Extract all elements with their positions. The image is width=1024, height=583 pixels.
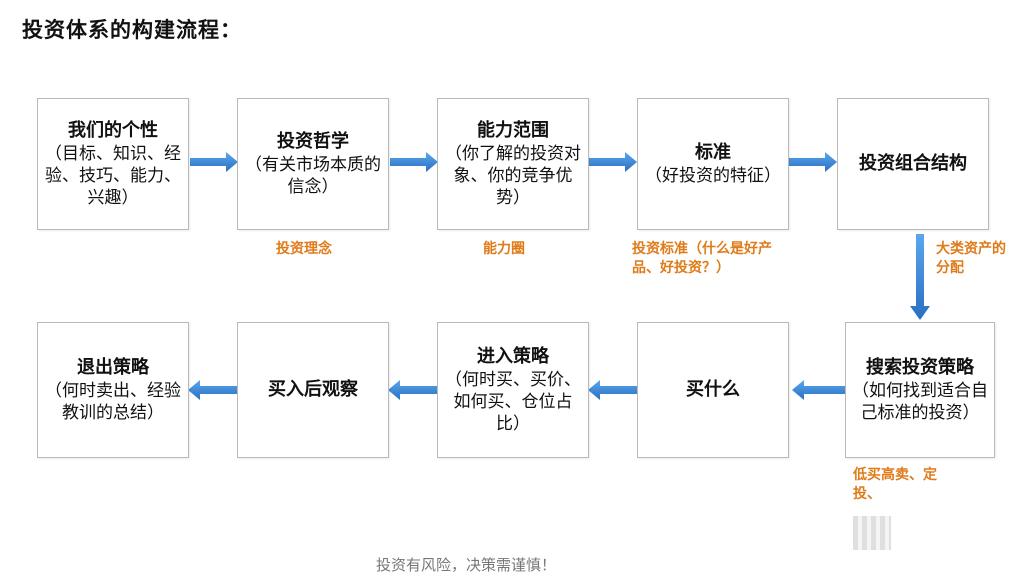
box-philosophy-title: 投资哲学 bbox=[277, 131, 349, 152]
box-competence: 能力范围 （你了解的投资对象、你的竞争优势） bbox=[437, 98, 589, 230]
box-exit: 退出策略 （何时卖出、经验教训的总结） bbox=[37, 322, 189, 458]
box-competence-desc: （你了解的投资对象、你的竞争优势） bbox=[445, 144, 581, 208]
box-personality: 我们的个性 （目标、知识、经验、技巧、能力、兴趣） bbox=[37, 98, 189, 230]
arrow-personality-to-philosophy bbox=[190, 152, 238, 172]
arrow-philosophy-to-competence bbox=[390, 152, 438, 172]
box-standard-title: 标准 bbox=[695, 142, 731, 163]
box-philosophy-desc: （有关市场本质的信念） bbox=[245, 155, 381, 197]
box-what-to-buy-title: 买什么 bbox=[686, 379, 740, 400]
risk-disclaimer: 投资有风险，决策需谨慎！ bbox=[376, 556, 557, 574]
box-entry-title: 进入策略 bbox=[477, 346, 549, 367]
box-search-title: 搜索投资策略 bbox=[866, 357, 974, 378]
faded-text-fragment bbox=[853, 516, 891, 550]
box-observe-title: 买入后观察 bbox=[268, 379, 358, 400]
box-entry-desc: （何时买、买价、如何买、仓位占比） bbox=[445, 370, 581, 434]
box-standard: 标准 （好投资的特征） bbox=[637, 98, 789, 230]
arrow-competence-to-standard bbox=[589, 152, 637, 172]
arrow-entry-to-observe bbox=[388, 380, 437, 400]
box-search-desc: （如何找到适合自己标准的投资） bbox=[852, 381, 988, 423]
box-personality-title: 我们的个性 bbox=[68, 120, 158, 141]
box-personality-desc: （目标、知识、经验、技巧、能力、兴趣） bbox=[45, 144, 181, 208]
box-philosophy: 投资哲学 （有关市场本质的信念） bbox=[237, 98, 389, 230]
note-search: 低买高卖、定投、 bbox=[853, 467, 937, 502]
box-entry: 进入策略 （何时买、买价、如何买、仓位占比） bbox=[437, 322, 589, 458]
box-portfolio-title: 投资组合结构 bbox=[859, 153, 967, 174]
arrow-what-to-entry bbox=[588, 380, 638, 400]
arrow-standard-to-portfolio bbox=[789, 152, 837, 172]
box-exit-desc: （何时卖出、经验教训的总结） bbox=[45, 381, 181, 423]
box-what-to-buy: 买什么 bbox=[637, 322, 789, 458]
page-title: 投资体系的构建流程： bbox=[22, 18, 242, 42]
note-standard: 投资标准（什么是好产品、好投资？） bbox=[632, 241, 772, 276]
box-search: 搜索投资策略 （如何找到适合自己标准的投资） bbox=[845, 322, 995, 458]
note-philosophy: 投资理念 bbox=[276, 241, 332, 257]
box-observe: 买入后观察 bbox=[237, 322, 389, 458]
note-portfolio: 大类资产的分配 bbox=[936, 241, 1006, 276]
box-portfolio: 投资组合结构 bbox=[837, 98, 989, 230]
arrow-observe-to-exit bbox=[188, 380, 237, 400]
arrow-search-to-what bbox=[792, 380, 845, 400]
arrow-portfolio-to-search bbox=[910, 234, 930, 320]
box-exit-title: 退出策略 bbox=[77, 357, 149, 378]
box-standard-desc: （好投资的特征） bbox=[645, 166, 781, 186]
note-competence: 能力圈 bbox=[483, 241, 525, 257]
box-competence-title: 能力范围 bbox=[477, 120, 549, 141]
